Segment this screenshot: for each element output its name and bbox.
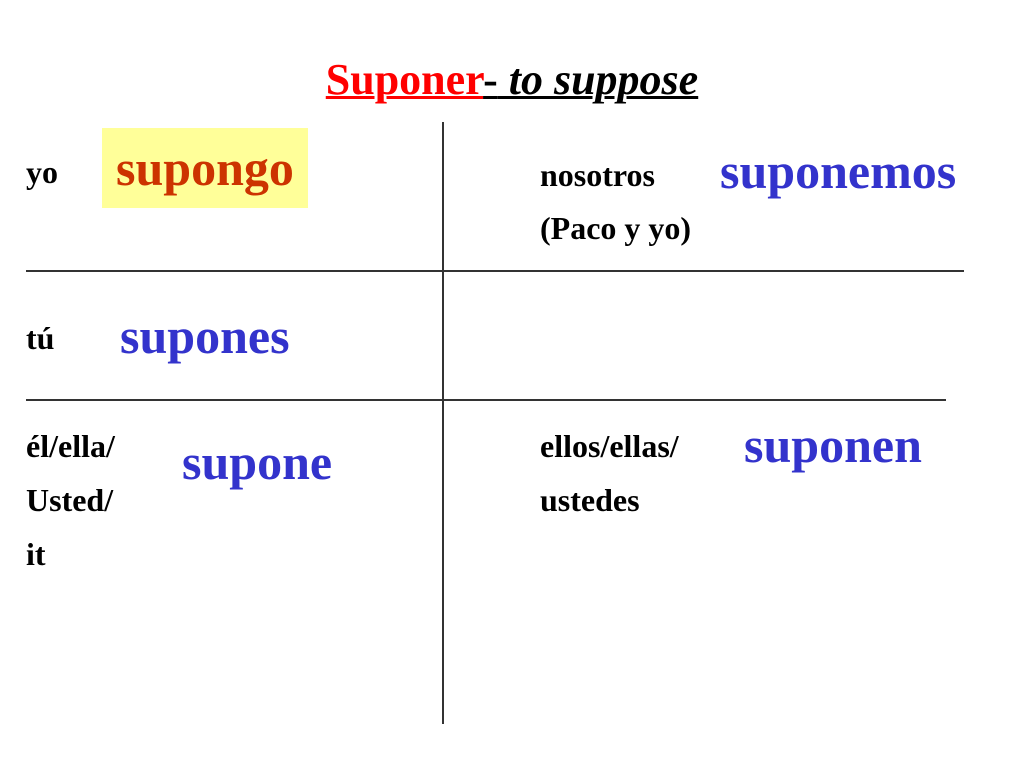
pronoun-el-line2: Usted/: [26, 482, 114, 518]
title-dash: -: [483, 55, 498, 104]
pronoun-yo: yo: [26, 154, 58, 190]
horizontal-divider-top: [26, 270, 964, 272]
title-verb: Suponer: [325, 55, 484, 104]
pronoun-ellos-line1: ellos/ellas/: [540, 428, 679, 464]
form-yo: supongo: [102, 128, 308, 208]
title-meaning: to suppose: [497, 55, 699, 104]
pronoun-el-line1: él/ella/: [26, 428, 115, 464]
vertical-divider: [442, 122, 444, 724]
pronoun-ellos-line2: ustedes: [540, 482, 640, 518]
form-nosotros: suponemos: [720, 143, 957, 199]
pronoun-tu: tú: [26, 320, 55, 356]
pronoun-nosotros-line2: (Paco y yo): [540, 210, 692, 246]
pronoun-nosotros-line1: nosotros: [540, 157, 655, 193]
form-tu: supones: [120, 308, 290, 364]
horizontal-divider-bottom: [26, 399, 946, 401]
form-ellos: suponen: [744, 417, 922, 473]
pronoun-el-line3: it: [26, 536, 46, 572]
page-title: Suponer- to suppose: [0, 52, 1024, 108]
form-el: supone: [182, 434, 333, 490]
